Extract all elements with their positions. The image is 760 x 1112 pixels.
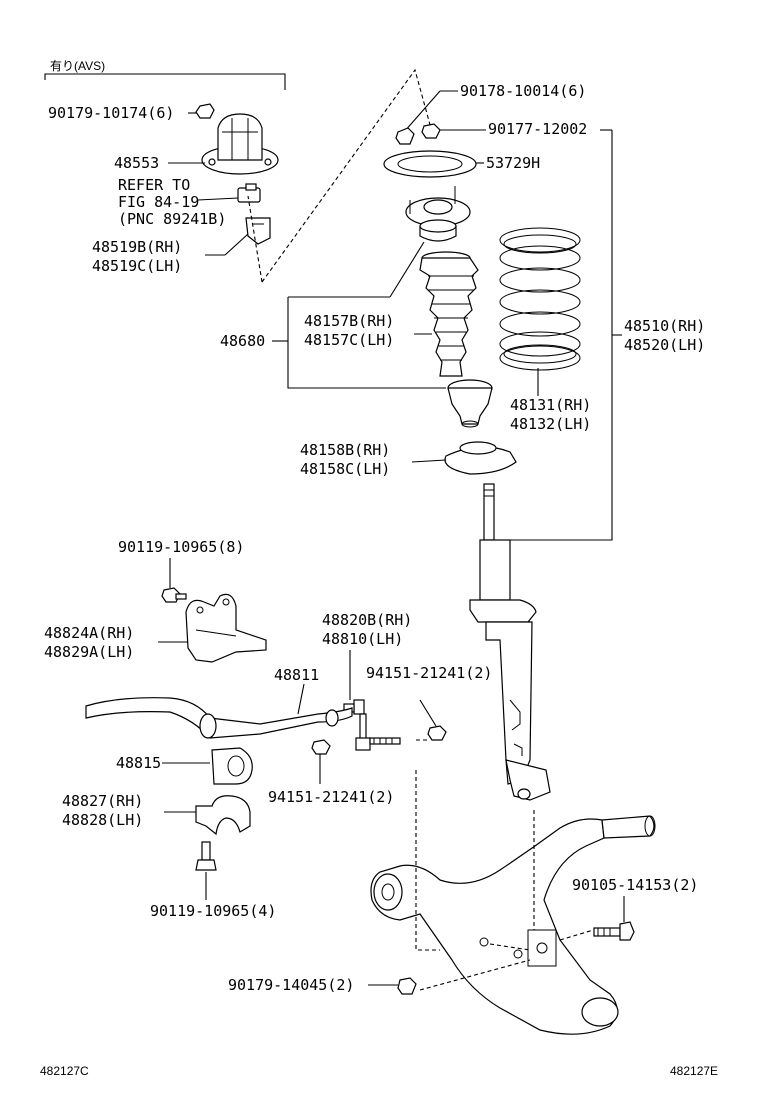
label-48828: 48828(LH) <box>62 811 143 829</box>
label-48157c: 48157C(LH) <box>304 331 394 349</box>
avs-dashed-leader <box>247 68 433 283</box>
bolt-90119-10965-4 <box>195 841 217 871</box>
dust-boot-48157-part <box>419 251 479 377</box>
sensor-connector-part <box>237 183 261 203</box>
nut-90177-12002 <box>421 123 441 139</box>
nut-90179-14045 <box>397 977 417 995</box>
label-48553: 48553 <box>114 154 159 172</box>
label-48815: 48815 <box>116 754 161 772</box>
label-90105-14153: 90105-14153(2) <box>572 876 698 894</box>
label-90119-10965-4: 90119-10965(4) <box>150 902 276 920</box>
label-48510: 48510(RH) <box>624 317 705 335</box>
label-48820b: 48820B(RH) <box>322 611 412 629</box>
label-48132: 48132(LH) <box>510 415 591 433</box>
bracket-48824a-part <box>185 593 267 663</box>
refer-note-line-1: REFER TO <box>118 176 190 194</box>
actuator-48553-part <box>201 113 279 175</box>
label-48519c: 48519C(LH) <box>92 257 182 275</box>
label-94151-21241-top: 94151-21241(2) <box>366 664 492 682</box>
bump-stop-part <box>447 379 493 428</box>
upper-mount-part <box>405 186 471 242</box>
label-48157b: 48157B(RH) <box>304 312 394 330</box>
nut-90179-10174 <box>195 103 215 119</box>
bracket-48519-part <box>245 217 271 245</box>
label-48520: 48520(LH) <box>624 336 705 354</box>
shock-absorber-part <box>469 483 551 801</box>
label-48827: 48827(RH) <box>62 792 143 810</box>
stabilizer-bar-48811-part <box>85 697 353 739</box>
nut-94151-bottom <box>311 739 331 755</box>
label-48158b: 48158B(RH) <box>300 441 390 459</box>
stabilizer-link-part <box>343 699 401 751</box>
bearing-53729h-part <box>383 150 477 178</box>
label-48519b: 48519B(RH) <box>92 238 182 256</box>
bracket-48510-line <box>500 130 613 541</box>
avs-bracket-line <box>44 73 286 90</box>
label-48829a: 48829A(LH) <box>44 643 134 661</box>
bracket-48827-part <box>195 795 251 836</box>
label-90177-12002: 90177-12002 <box>488 120 587 138</box>
avs-header-note: 有り(AVS) <box>50 59 105 73</box>
label-90119-10965-8: 90119-10965(8) <box>118 538 244 556</box>
label-48810: 48810(LH) <box>322 630 403 648</box>
label-94151-21241-bottom: 94151-21241(2) <box>268 788 394 806</box>
label-90179-14045: 90179-14045(2) <box>228 976 354 994</box>
lower-dashed-leaders <box>415 739 531 991</box>
corner-code-right: 482127E <box>670 1064 718 1078</box>
spring-seat-48158-part <box>444 441 517 475</box>
bushing-48815-part <box>211 747 253 785</box>
shock-dashed-leader <box>533 810 601 941</box>
label-48131: 48131(RH) <box>510 396 591 414</box>
refer-note-line-3: (PNC 89241B) <box>118 210 226 228</box>
bracket-48680-line <box>287 297 446 389</box>
bolt-90119-10965-8 <box>161 587 187 603</box>
label-53729h: 53729H <box>486 154 540 172</box>
nut-90178-10014 <box>395 127 415 145</box>
label-90178-10014: 90178-10014(6) <box>460 82 586 100</box>
label-48158c: 48158C(LH) <box>300 460 390 478</box>
lower-control-arm-part <box>370 815 656 1035</box>
refer-note-line-2: FIG 84-19 <box>118 193 199 211</box>
corner-code-left: 482127C <box>40 1064 89 1078</box>
nut-94151-top <box>427 725 447 741</box>
bolt-90105-14153 <box>593 921 635 941</box>
label-48824a: 48824A(RH) <box>44 624 134 642</box>
label-90179-10174: 90179-10174(6) <box>48 104 174 122</box>
label-48811: 48811 <box>274 666 319 684</box>
coil-spring-part <box>499 227 581 371</box>
label-48680: 48680 <box>220 332 265 350</box>
